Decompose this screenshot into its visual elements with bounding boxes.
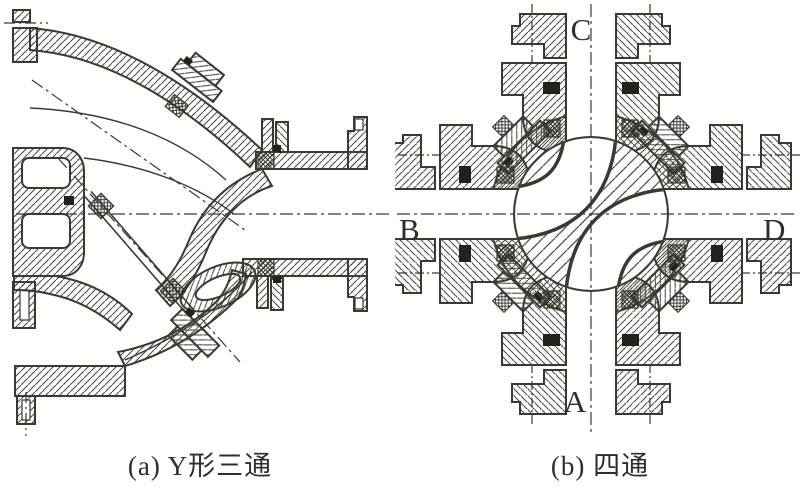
lower-branch-upper-wall [13,275,134,332]
outlet-top-wall [255,116,368,170]
port-label-d: D [763,212,785,247]
four-way-body: C A B D [395,3,800,434]
stem-boss [166,307,221,362]
y-three-way-drawing [4,9,392,436]
port-label-c: C [571,12,592,47]
centerlines-b [397,4,795,434]
seat-band [154,167,274,308]
caption-figure-a: (a) Y形三通 [127,451,273,481]
port-label-b: B [399,212,420,247]
ball-plug [513,136,669,292]
upper-branch-wall [29,26,264,169]
upper-branch-bonnet [164,51,226,119]
y-body [4,9,392,436]
bonnet-cover [12,147,85,329]
centerlines-a [16,79,392,363]
flow-contour-lines [29,107,253,361]
port-label-a: A [564,384,587,419]
caption-figure-b: (b) 四通 [550,451,650,481]
four-way-drawing: C A B D [395,3,800,434]
outlet-bottom-wall [242,258,368,312]
bottom-flange [14,365,126,436]
